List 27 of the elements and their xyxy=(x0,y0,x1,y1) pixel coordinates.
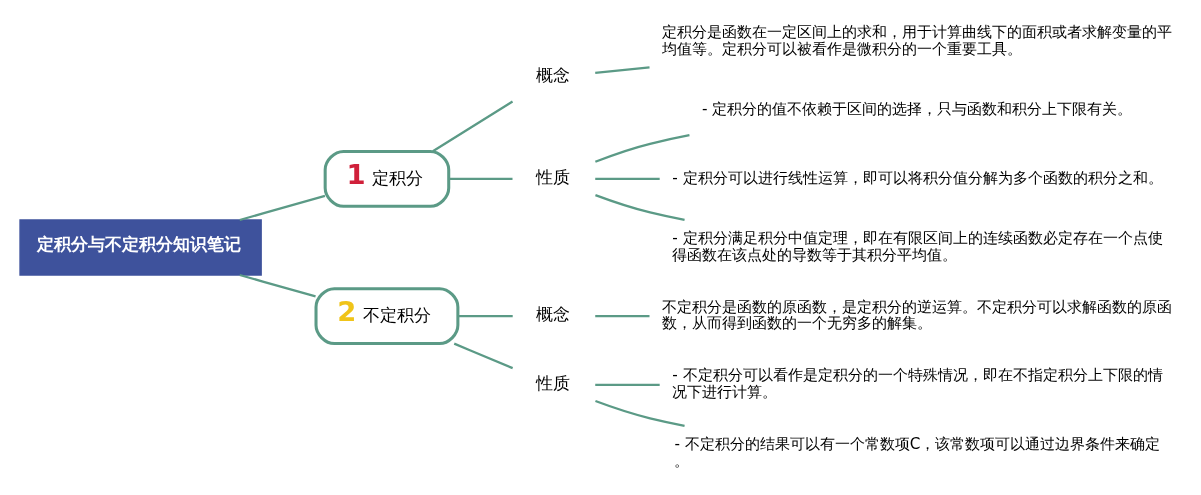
node-text: - 不定积分的结果可以有一个常数项C，该常数项可以通过边界条件来确定。 xyxy=(674,434,1161,470)
node-text: 性质 xyxy=(536,373,571,394)
connector xyxy=(449,177,513,180)
node-box: 2 不定积分 xyxy=(314,287,460,346)
connector xyxy=(594,134,690,163)
connector xyxy=(432,100,514,153)
node-text: 概念 xyxy=(536,64,571,85)
node-text: 性质 xyxy=(536,167,571,188)
connector xyxy=(595,177,660,180)
node-text: 定积分是函数在一定区间上的求和，用于计算曲线下的面积或者求解变量的平均值等。定积分可以被看作是微积分的一个重要工具。 xyxy=(662,23,1173,58)
connector xyxy=(595,66,650,74)
node-text: - 定积分的值不依赖于区间的选择，只与函数和积分上下限有关。 xyxy=(701,100,1133,119)
connector xyxy=(239,194,326,222)
connector xyxy=(595,399,685,427)
node-text: 概念 xyxy=(536,304,571,325)
node-text: 不定积分是函数的原函数，是定积分的逆运算。不定积分可以求解函数的原函数，从而得到函数的一个无穷多的解集。 xyxy=(662,297,1173,333)
connector xyxy=(458,315,513,318)
connector xyxy=(595,383,660,386)
connector xyxy=(239,273,316,298)
node-text: - 不定积分可以看作是定积分的一个特殊情况，即在不指定积分上下限的情况下进行计算。 xyxy=(672,366,1163,401)
node-box: 定积分与不定积分知识笔记 xyxy=(19,219,262,276)
node-text: - 定积分满足积分中值定理，即在有限区间上的连续函数必定存在一个点使得函数在该点处的导数等于其积分平均值。 xyxy=(672,228,1163,264)
node-text: - 定积分可以进行线性运算，即可以将积分值分解为多个函数的积分之和。 xyxy=(672,168,1163,187)
connector xyxy=(595,194,685,222)
node-box: 1 定积分 xyxy=(323,149,451,208)
connector xyxy=(453,342,514,370)
connector xyxy=(595,315,650,318)
